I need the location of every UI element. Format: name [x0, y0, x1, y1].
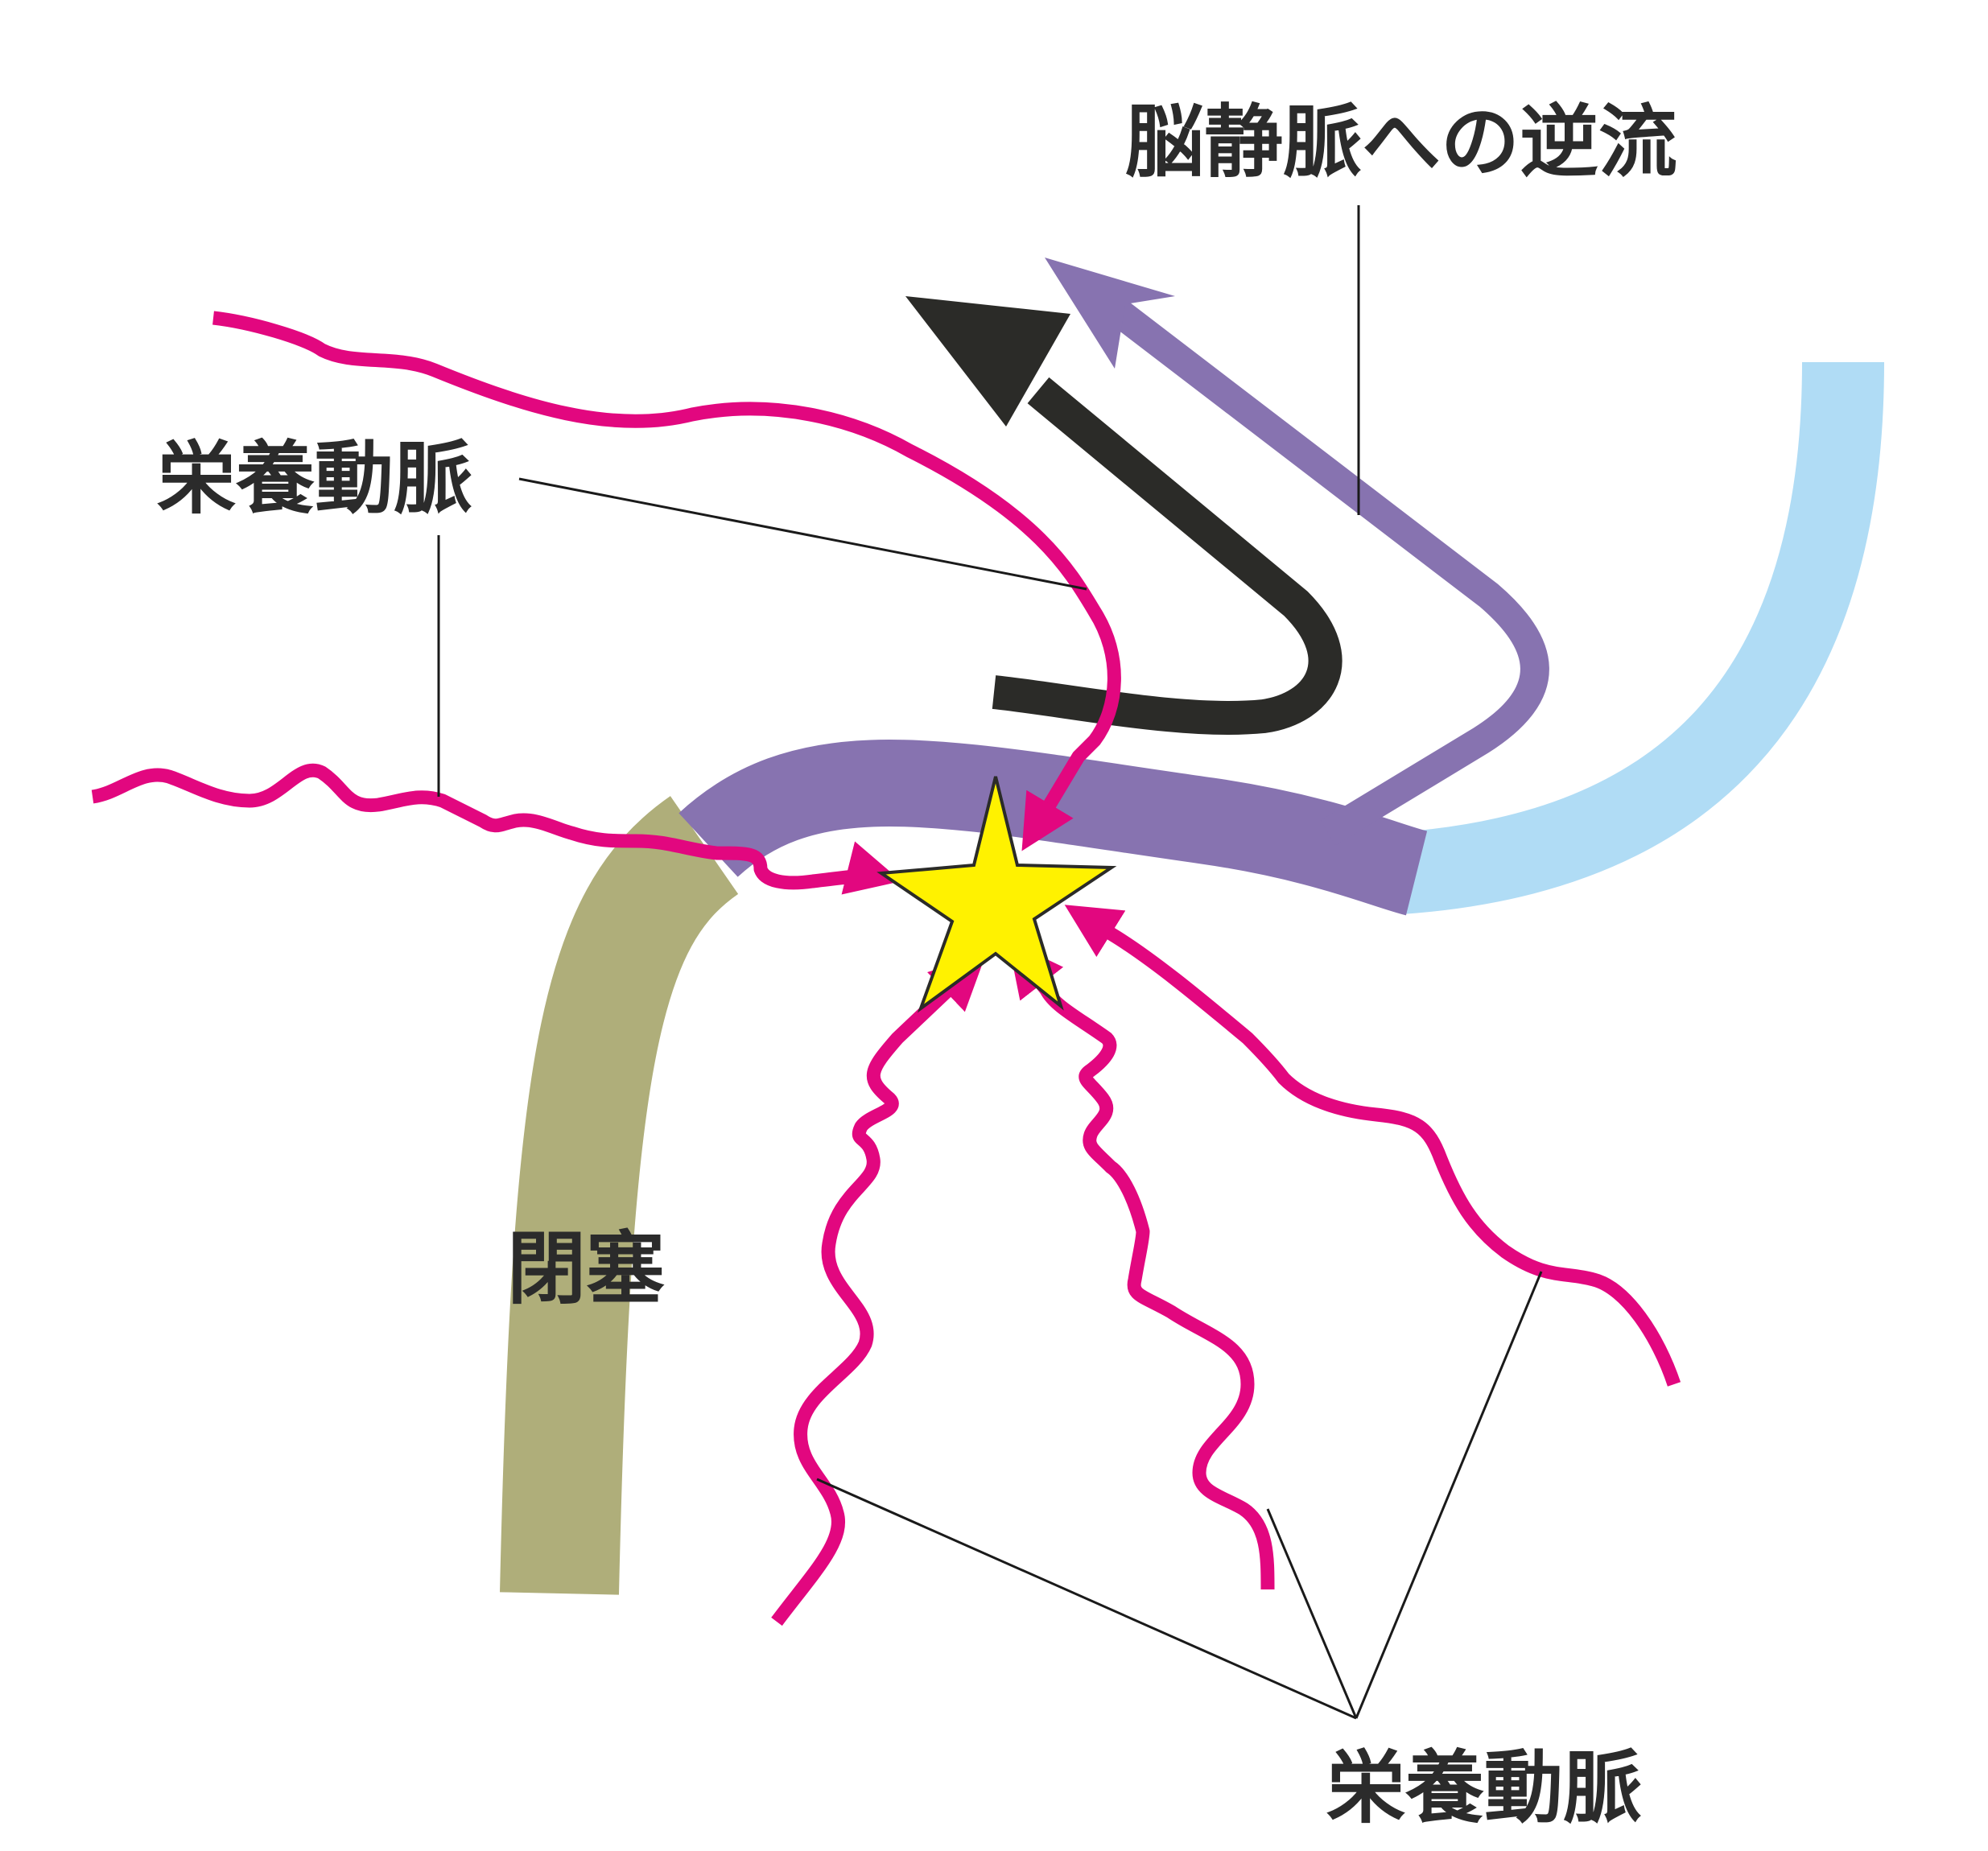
shunt-vein — [678, 740, 1428, 916]
label-retrograde-flow: 脳静脈への逆流 — [1125, 97, 1677, 188]
occluded-segment — [500, 796, 740, 1595]
star-icon — [876, 776, 1117, 1013]
cortical-vein-reflux — [1086, 282, 1549, 846]
reflux-arrowhead — [1045, 258, 1175, 369]
flow-arrow — [992, 377, 1343, 735]
feeder-artery-top — [212, 311, 1121, 851]
leader-feeder-lower-b — [1266, 1508, 1358, 1719]
leader-feeder-lower-c — [1355, 1271, 1543, 1719]
leader-feeder-lower-a — [816, 1478, 1357, 1720]
feeder-arteries — [91, 311, 1681, 1626]
leader-lines — [437, 205, 1543, 1720]
label-occlusion: 閉塞 — [507, 1223, 665, 1315]
feeder-artery-lower-3 — [1064, 905, 1681, 1387]
feeder-artery-left — [91, 763, 901, 895]
label-feeder-artery-lower: 栄養動脈 — [1326, 1742, 1642, 1834]
leader-feeder-upper — [518, 477, 1087, 591]
feeder-artery-lower-2 — [1008, 940, 1275, 1590]
feeder-artery-lower-1 — [771, 954, 986, 1626]
drainage-sinus — [1397, 361, 1884, 914]
flow-arrowhead — [905, 296, 1070, 427]
label-feeder-artery-upper: 栄養動脈 — [157, 433, 472, 525]
